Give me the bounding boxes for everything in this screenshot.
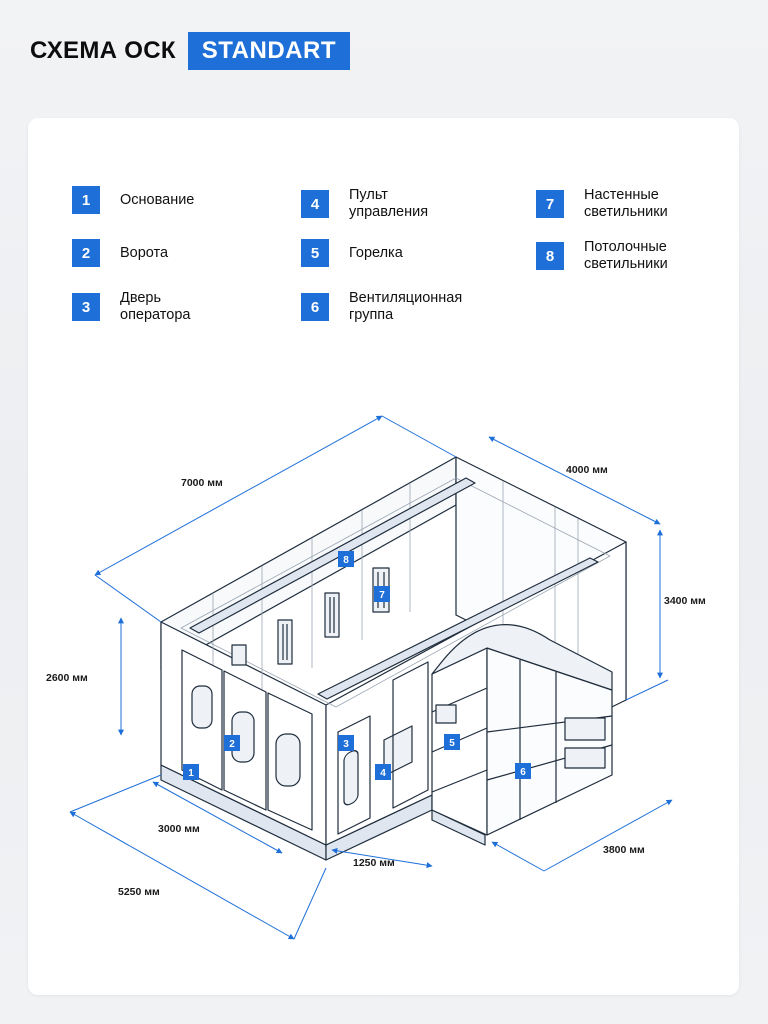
dim-height-total: 3400 мм <box>664 595 706 607</box>
tag-2: 2 <box>224 735 240 751</box>
svg-text:7: 7 <box>379 590 385 601</box>
dim-gate-width: 3000 мм <box>158 823 200 835</box>
dim-offset: 1250 мм <box>353 857 395 869</box>
burner-box <box>435 704 457 724</box>
legend-number: 7 <box>536 190 564 218</box>
legend-number: 8 <box>536 242 564 270</box>
tag-3: 3 <box>338 735 354 751</box>
page-title: СХЕМА ОСК <box>30 37 176 64</box>
dim-gate-height: 2600 мм <box>46 672 88 684</box>
model-badge: STANDART <box>187 32 350 70</box>
ceiling-light-strip-2 <box>317 557 599 700</box>
booth-structure <box>160 456 627 861</box>
legend-label: Дверь оператора <box>120 290 191 323</box>
dim-length: 7000 мм <box>181 477 223 489</box>
legend-label: Вентиляционная группа <box>349 290 463 323</box>
legend-number: 6 <box>301 293 329 321</box>
legend-item-wall-lights: 7 Настенные светильники <box>536 187 668 221</box>
svg-text:1: 1 <box>188 768 194 779</box>
svg-text:5: 5 <box>449 738 455 749</box>
legend-item-control-panel: 4 Пульт управления <box>301 187 428 221</box>
legend-label: Пульт управления <box>349 187 429 220</box>
legend-label: Настенные светильники <box>584 187 668 220</box>
legend-item-gate: 2 Ворота <box>72 239 168 267</box>
tag-4: 4 <box>375 764 391 780</box>
legend-item-burner: 5 Горелка <box>301 239 403 267</box>
svg-text:8: 8 <box>343 555 349 566</box>
dim-front-width: 5250 мм <box>118 886 160 898</box>
tag-5: 5 <box>444 734 460 750</box>
inner-door <box>392 661 429 809</box>
legend-number: 3 <box>72 293 100 321</box>
legend-label: Горелка <box>349 244 403 261</box>
tag-6: 6 <box>515 763 531 779</box>
svg-text:6: 6 <box>520 767 526 778</box>
legend-label: Основание <box>120 191 195 208</box>
dimension-lines <box>69 415 673 940</box>
dim-width: 4000 мм <box>566 464 608 476</box>
page-header: СХЕМА ОСК STANDART <box>30 32 350 70</box>
ventilation-unit <box>431 624 613 836</box>
svg-text:3: 3 <box>343 739 349 750</box>
legend-item-base: 1 Основание <box>72 186 194 214</box>
legend-item-ceiling-lights: 8 Потолочные светильники <box>536 239 668 273</box>
svg-text:2: 2 <box>229 739 235 750</box>
svg-text:4: 4 <box>380 768 386 779</box>
tag-1: 1 <box>183 764 199 780</box>
dim-vent-length: 3800 мм <box>603 844 645 856</box>
tag-7: 7 <box>374 586 390 602</box>
legend-label: Потолочные светильники <box>584 239 668 272</box>
tag-8: 8 <box>338 551 354 567</box>
dimension-labels: 7000 мм 4000 мм 3400 мм 2600 мм 3000 мм … <box>46 464 706 898</box>
legend-label: Ворота <box>120 244 169 261</box>
legend-item-operator-door: 3 Дверь оператора <box>72 290 190 324</box>
legend-item-ventilation: 6 Вентиляционная группа <box>301 290 462 324</box>
legend-number: 5 <box>301 239 329 267</box>
legend-number: 1 <box>72 186 100 214</box>
legend-number: 4 <box>301 190 329 218</box>
legend-number: 2 <box>72 239 100 267</box>
